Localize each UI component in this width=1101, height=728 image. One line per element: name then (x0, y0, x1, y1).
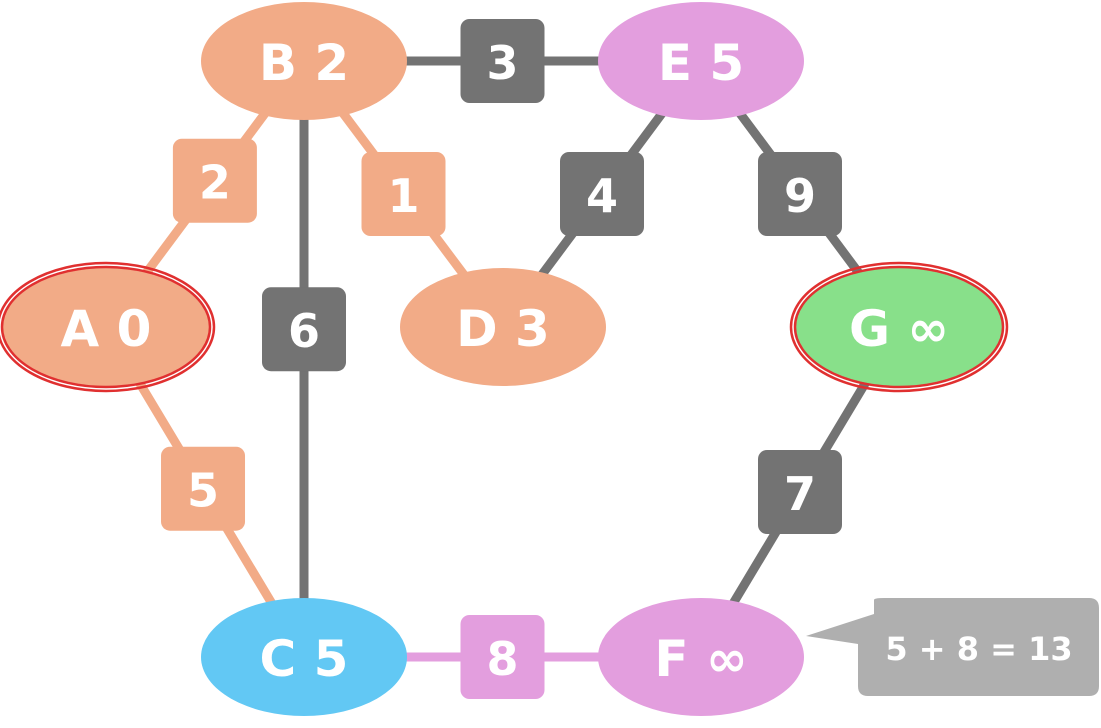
weight-label: 6 (288, 304, 320, 358)
edge-weight-a-c: 5 (161, 446, 246, 531)
edge-weight-b-c: 6 (262, 287, 346, 372)
weight-box (172, 138, 257, 223)
weight-label: 8 (486, 632, 518, 686)
weight-label: 1 (387, 169, 419, 223)
node-label: D 3 (456, 300, 550, 358)
edge-weight-a-b: 2 (172, 138, 257, 223)
node-label: A 0 (61, 300, 152, 358)
weight-label: 4 (586, 169, 618, 223)
nodes-layer: A 0 B 2 C 5 D 3 E 5 F ∞ G ∞ (0, 2, 1009, 716)
node-c: C 5 (201, 598, 407, 716)
highlight-ring-outer (789, 261, 1009, 393)
edge-weight-f-g: 7 (758, 450, 842, 534)
callout-bubble (806, 598, 1099, 696)
edge-weight-e-g: 9 (758, 152, 842, 236)
weight-box (361, 152, 446, 236)
weights-layer: 2 5 6 1 3 4 9 8 7 (161, 19, 842, 699)
edge-weight-d-e: 4 (560, 152, 644, 236)
node-label: C 5 (260, 630, 349, 688)
edge-weight-c-f: 8 (460, 615, 545, 699)
weight-box (758, 450, 842, 534)
highlight-ring-inner (793, 265, 1005, 389)
node-shape (201, 598, 407, 716)
node-shape (201, 2, 407, 120)
node-label: G ∞ (849, 300, 949, 358)
node-g: G ∞ (789, 261, 1009, 393)
weight-box (460, 19, 545, 103)
weight-box (161, 446, 246, 531)
weight-label: 2 (199, 156, 231, 210)
node-shape (598, 2, 804, 120)
weight-box (460, 615, 545, 699)
weight-box (560, 152, 644, 236)
weight-box (262, 287, 346, 372)
weight-label: 9 (784, 169, 816, 223)
node-shape (3, 268, 209, 386)
node-b: B 2 (201, 2, 407, 120)
edge-weight-b-e: 3 (460, 19, 545, 103)
weight-box (758, 152, 842, 236)
node-shape (598, 598, 804, 716)
node-shape (796, 268, 1002, 386)
weight-label: 5 (187, 464, 219, 518)
node-shape (400, 268, 606, 386)
node-label: F ∞ (654, 630, 747, 688)
highlight-ring-outer (0, 261, 216, 393)
callout: 5 + 8 = 13 (806, 598, 1099, 696)
node-f: F ∞ (598, 598, 804, 716)
node-label: B 2 (259, 34, 349, 92)
node-label: E 5 (658, 34, 744, 92)
weight-label: 3 (486, 36, 518, 90)
weight-label: 7 (784, 467, 816, 521)
node-e: E 5 (598, 2, 804, 120)
edge-weight-b-d: 1 (361, 152, 446, 236)
node-d: D 3 (400, 268, 606, 386)
callout-text: 5 + 8 = 13 (885, 630, 1072, 668)
highlight-ring-inner (0, 265, 212, 389)
node-a: A 0 (0, 261, 216, 393)
